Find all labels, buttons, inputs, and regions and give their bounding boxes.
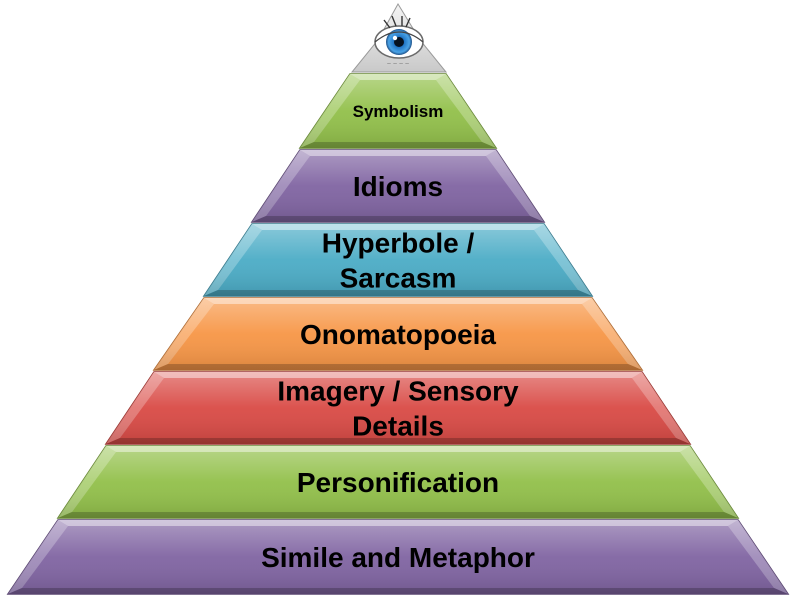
eye-icon <box>374 15 424 59</box>
pyramid-tier-symbolism: Symbolism <box>298 73 498 149</box>
tier-shine <box>300 74 496 148</box>
tier-shine <box>58 446 738 518</box>
tier-label-simile: Simile and Metaphor <box>261 542 535 573</box>
tier-shine <box>106 372 690 444</box>
tier-shine <box>204 224 592 296</box>
tier-label-symbolism: Symbolism <box>353 102 444 121</box>
apex-lettering: ~ ~ ~ ~ <box>387 61 409 68</box>
tier-shine <box>8 520 788 594</box>
pyramid-tier-onomatopoeia: Onomatopoeia <box>152 297 644 371</box>
pyramid-tier-simile: Simile and Metaphor <box>6 519 790 595</box>
tier-label-idioms: Idioms <box>353 171 443 202</box>
pyramid-tier-idioms: Idioms <box>250 149 546 223</box>
tier-label-imagery-line-1: Imagery / Sensory <box>277 376 519 407</box>
tier-label-imagery-line-2: Details <box>352 411 444 442</box>
tier-shine <box>154 298 642 370</box>
pyramid-apex: ~ ~ ~ ~ <box>350 3 448 73</box>
pyramid-tier-hyperbole: Hyperbole / Sarcasm <box>202 223 594 297</box>
pyramid-tier-personification: Personification <box>56 445 740 519</box>
tier-label-hyperbole-line-1: Hyperbole / <box>322 228 475 259</box>
tier-label-personification: Personification <box>297 467 499 498</box>
tier-label-hyperbole-line-2: Sarcasm <box>340 263 457 294</box>
tier-shine <box>252 150 544 222</box>
tier-label-onomatopoeia: Onomatopoeia <box>300 319 496 350</box>
